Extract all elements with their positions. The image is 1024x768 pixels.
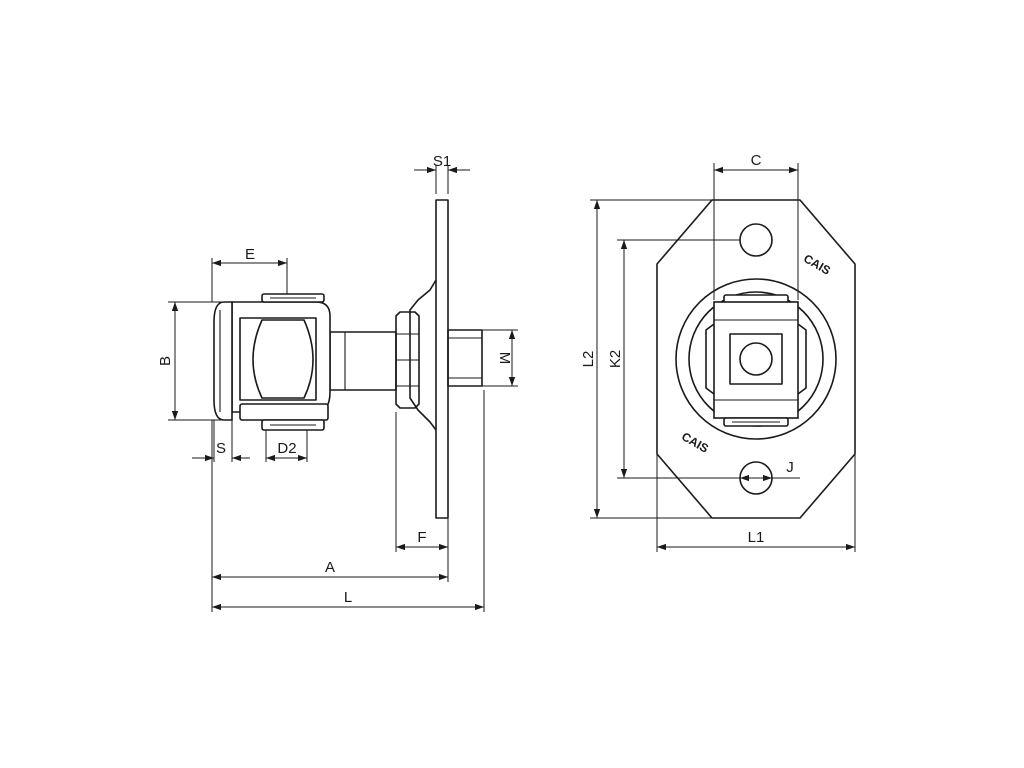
front-top-hole <box>739 223 773 257</box>
dim-label-l: L <box>344 589 352 606</box>
dim-label-l1: L1 <box>748 529 765 546</box>
dim-label-l2: L2 <box>580 351 597 368</box>
side-plate <box>435 199 449 519</box>
side-shaft <box>329 331 397 391</box>
dim-label-b: B <box>157 356 174 366</box>
front-plate <box>656 199 856 519</box>
front-dimensions: C L2 K2 J L1 <box>580 152 856 552</box>
front-square-body <box>713 301 799 419</box>
brand-mark-top: CAIS <box>801 251 833 277</box>
front-collar-outer <box>675 278 837 440</box>
front-center-hole <box>739 342 773 376</box>
dim-label-e: E <box>245 246 255 263</box>
side-ball <box>252 319 314 399</box>
side-threaded-stud <box>447 329 483 387</box>
side-view <box>213 199 483 519</box>
side-eye-inner <box>239 317 317 401</box>
dim-label-m: M <box>496 352 513 365</box>
side-bottom-washer <box>239 403 329 421</box>
front-eye-square <box>729 333 783 385</box>
side-dimensions: S1 E B M S D2 F A <box>157 153 518 612</box>
dim-label-j: J <box>786 459 794 476</box>
side-plate-boss <box>409 279 437 431</box>
front-view: CAIS CAIS <box>656 199 856 519</box>
dim-label-d2: D2 <box>277 440 296 457</box>
dim-label-f: F <box>417 529 426 546</box>
dim-label-k2: K2 <box>607 350 624 368</box>
dim-label-s: S <box>216 440 226 457</box>
dim-label-a: A <box>325 559 335 576</box>
side-back-cap <box>213 301 233 421</box>
dim-label-s1: S1 <box>433 153 451 170</box>
brand-mark-bottom: CAIS <box>679 429 711 455</box>
dim-label-c: C <box>751 152 762 169</box>
